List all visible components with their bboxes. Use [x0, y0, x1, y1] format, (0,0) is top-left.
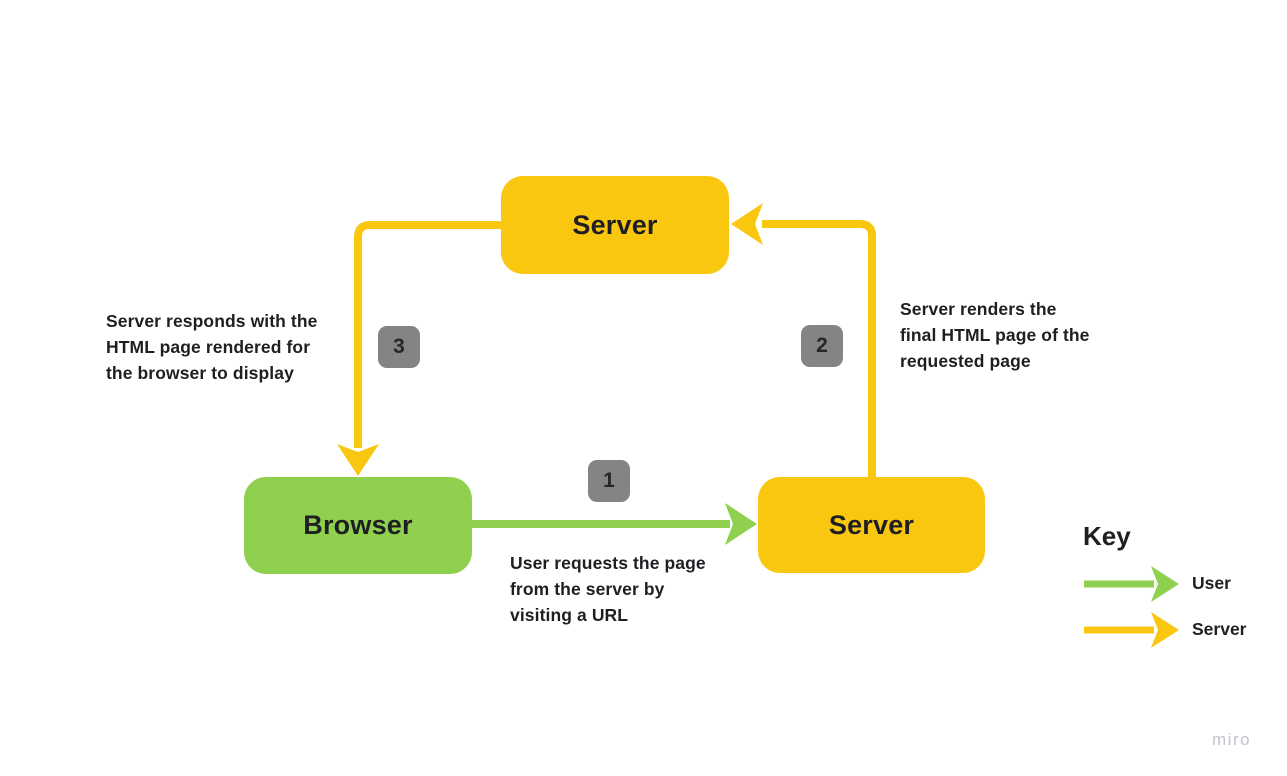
step2-arrowhead-left-icon — [731, 203, 763, 245]
step1-number: 1 — [603, 469, 615, 492]
node-browser-label: Browser — [303, 510, 413, 540]
node-server-top: Server — [501, 176, 729, 274]
key-item-user-label: User — [1192, 573, 1231, 593]
step1-annotation: User requests the page from the server b… — [510, 553, 706, 625]
step3-number: 3 — [393, 335, 405, 358]
key-user-arrowhead-icon — [1151, 566, 1179, 602]
step2-connector-line — [762, 220, 876, 477]
node-server-right-label: Server — [828, 509, 915, 540]
key-title: Key — [1083, 521, 1131, 551]
node-server-right: Server — [758, 477, 985, 573]
key-item-server-label: Server — [1192, 619, 1247, 639]
node-server-top-label: Server — [572, 209, 658, 240]
step2-annotation: Server renders the final HTML page of th… — [900, 299, 1090, 371]
key-server-arrowhead-icon — [1151, 612, 1179, 648]
step2-number-badge: 2 — [801, 325, 843, 367]
step2-number: 2 — [816, 334, 828, 357]
step3-arrowhead-down-icon — [337, 444, 379, 476]
miro-watermark: miro — [1212, 730, 1252, 749]
step3-number-badge: 3 — [378, 326, 420, 368]
step3-annotation: Server responds with the HTML page rende… — [106, 311, 318, 383]
step3-connector-line — [354, 221, 501, 448]
step1-arrowhead-right-icon — [725, 503, 757, 545]
step1-number-badge: 1 — [588, 460, 630, 502]
node-browser: Browser — [244, 477, 472, 574]
